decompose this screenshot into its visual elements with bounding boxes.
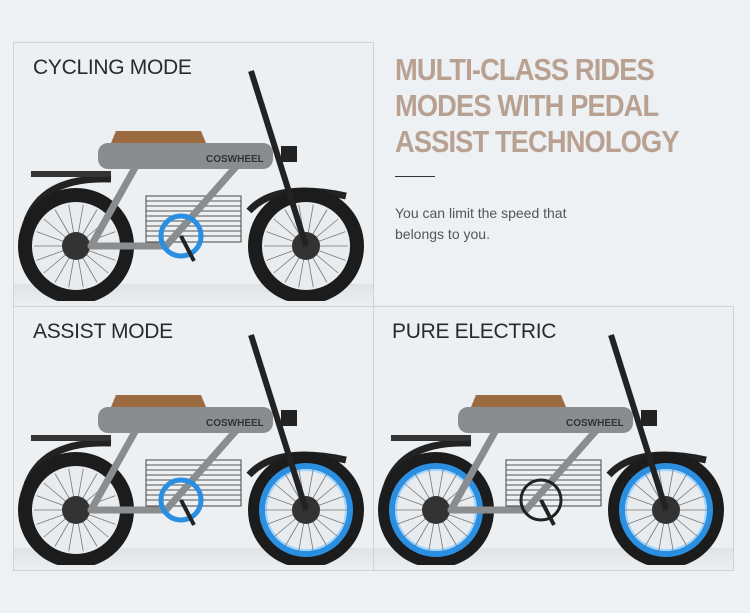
headline: MULTI-CLASS RIDES MODES WITH PEDAL ASSIS… <box>395 52 680 160</box>
crank-ring <box>158 213 204 259</box>
divider <box>395 176 435 177</box>
headlight <box>641 410 657 426</box>
mode-label: ASSIST MODE <box>33 320 173 343</box>
fork <box>248 70 309 247</box>
headlight <box>281 410 297 426</box>
headline-line: MULTI-CLASS RIDES <box>395 52 655 87</box>
seat <box>471 395 566 407</box>
frame <box>87 158 244 250</box>
rear-rack <box>31 435 111 441</box>
subtext: You can limit the speed that belongs to … <box>395 205 567 242</box>
mode-label: PURE ELECTRIC <box>392 320 557 343</box>
rear-rack <box>31 171 111 177</box>
ebike-image: COSWHEEL <box>18 70 364 301</box>
headlight <box>281 146 297 162</box>
battery-grille <box>145 459 242 507</box>
pure-electric-panel: PURE ELECTRIC COSWHEEL <box>373 306 734 571</box>
svg-text:COSWHEEL: COSWHEEL <box>566 418 624 429</box>
battery-grille <box>505 459 602 507</box>
crank-ring <box>158 477 204 523</box>
top-tube <box>458 407 633 433</box>
headline-line: MODES WITH PEDAL <box>395 88 659 123</box>
crank-ring <box>519 478 563 522</box>
pedal-arm <box>539 499 556 526</box>
mode-label: CYCLING MODE <box>33 56 192 79</box>
svg-text:COSWHEEL: COSWHEEL <box>206 154 264 165</box>
pedal-arm <box>179 499 196 526</box>
svg-text:COSWHEEL: COSWHEEL <box>206 418 264 429</box>
cycling-mode-panel: CYCLING MODE COSWHEEL <box>13 42 374 307</box>
ebike-image: COSWHEEL <box>18 334 364 565</box>
fork <box>248 334 309 511</box>
rear-rack <box>391 435 471 441</box>
frame <box>87 422 244 514</box>
top-tube <box>98 143 273 169</box>
ebike-image: COSWHEEL <box>378 334 724 565</box>
assist-mode-panel: ASSIST MODE COSWHEEL <box>13 306 374 571</box>
top-tube <box>98 407 273 433</box>
seat <box>111 131 206 143</box>
pedal-arm <box>179 235 196 262</box>
seat <box>111 395 206 407</box>
battery-grille <box>145 195 242 243</box>
fork <box>608 334 669 511</box>
frame <box>447 422 604 514</box>
headline-line: ASSIST TECHNOLOGY <box>395 124 680 159</box>
